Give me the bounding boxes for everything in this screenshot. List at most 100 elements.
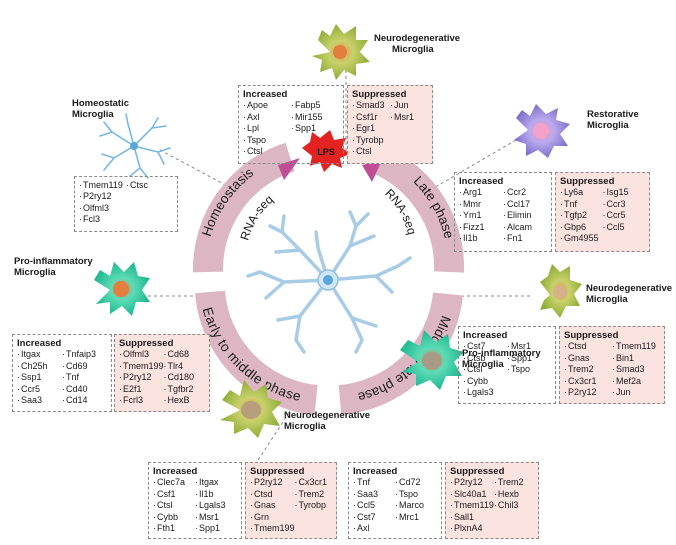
gene-name: Ccr5: [17, 384, 62, 395]
gene-box-homeostatic: Tmem119P2ry12Olfml3Fcl3Ctsc: [74, 176, 178, 232]
gene-name: Tnfaip3: [62, 349, 107, 360]
svg-text:LPS: LPS: [317, 147, 335, 157]
gene-name: Arg1: [459, 187, 503, 198]
gene-name: Isg15: [603, 187, 646, 198]
gene-name: Mrc1: [395, 512, 437, 523]
gene-name: Tyrobp: [352, 135, 390, 146]
gene-name: HexB: [164, 395, 205, 406]
gene-box-header: Suppressed: [564, 330, 619, 341]
proinflammatory-bottom-cell-icon: [400, 330, 464, 390]
gene-name: Saa3: [17, 395, 62, 406]
homeostatic-cell-icon: [99, 113, 171, 179]
gene-box-header: Suppressed: [450, 466, 505, 477]
gene-name: Ctsd: [564, 341, 612, 352]
gene-name: Gm4955: [560, 233, 603, 244]
gene-name: Tgfp2: [560, 210, 603, 221]
restorative-cell-icon: [514, 104, 570, 158]
gene-box-restorative-increased: IncreasedArg1MmrYm1Fizz1Il1bCcr2Ccl17Eli…: [454, 172, 552, 252]
gene-name: Fabp5: [291, 100, 339, 111]
gene-name: Gbp6: [560, 222, 603, 233]
gene-name: Tmem119: [450, 500, 494, 511]
gene-name: Jun: [612, 387, 660, 398]
gene-name: Cd180: [164, 372, 205, 383]
center-microglia-icon: [246, 210, 412, 354]
label-line: Microglia: [587, 120, 629, 131]
gene-name: Il1b: [195, 489, 237, 500]
gene-box-header: Suppressed: [560, 176, 615, 187]
label-line: Neurodegenerative: [374, 33, 461, 44]
gene-name: Slc40a1: [450, 489, 494, 500]
lps-burst: LPS: [302, 130, 350, 172]
gene-box-proinflammatory-bottom-increased: IncreasedTnfSaa3Ccl5Cst7AxlCd72TspoMarco…: [348, 462, 442, 539]
gene-name: Cd69: [62, 361, 107, 372]
gene-name: Msr1: [390, 112, 428, 123]
gene-name: Lgals3: [195, 500, 237, 511]
gene-name: Cd14: [62, 395, 107, 406]
gene-name: Axl: [243, 112, 291, 123]
label-neurodegenerative-bottom: Neurodegenerative Microglia: [284, 410, 370, 432]
gene-name: Marco: [395, 500, 437, 511]
gene-box-header: Increased: [243, 89, 288, 100]
label-line: Microglia: [14, 267, 56, 278]
gene-name: Cst7: [463, 341, 507, 352]
gene-name: Mmr: [459, 199, 503, 210]
gene-name: Ctsl: [463, 364, 507, 375]
gene-name: Mef2a: [612, 376, 660, 387]
gene-name: Saa3: [353, 489, 395, 500]
gene-box-neuro-bottom-suppressed: SuppressedP2ry12CtsdGnasGrnTmem199Cx3cr1…: [245, 462, 337, 539]
gene-name: Tspo: [243, 135, 291, 146]
gene-name: Alcam: [503, 222, 547, 233]
label-line: Neurodegenerative: [586, 283, 673, 294]
gene-name: Il1b: [459, 233, 503, 244]
gene-name: Tnf: [62, 372, 107, 383]
gene-box-header: Increased: [463, 330, 508, 341]
gene-name: Ctsl: [153, 500, 195, 511]
gene-name: Cybb: [463, 376, 507, 387]
label-homeostatic-microglia: Homeostatic Microglia: [72, 98, 129, 120]
gene-name: Fn1: [503, 233, 547, 244]
gene-box-header: Suppressed: [119, 338, 174, 349]
gene-name: Tspo: [395, 489, 437, 500]
gene-name: P2ry12: [250, 477, 295, 488]
gene-name: E2f1: [119, 384, 164, 395]
gene-name: Axl: [353, 523, 395, 534]
gene-name: Fth1: [153, 523, 195, 534]
gene-box-header: Increased: [353, 466, 398, 477]
gene-name: P2ry12: [119, 372, 164, 383]
gene-box-proinflammatory-left-increased: IncreasedItgaxCh25hSsp1Ccr5Saa3Tnfaip3Cd…: [12, 334, 112, 412]
gene-name: Spp1: [195, 523, 237, 534]
gene-name: Egr1: [352, 123, 390, 134]
gene-box-proinflammatory-bottom-suppressed: SuppressedP2ry12Slc40a1Tmem119Sall1PlxnA…: [445, 462, 539, 539]
gene-name: Msr1: [507, 341, 551, 352]
gene-box-proinflammatory-left-suppressed: SuppressedOlfml3Tmem199P2ry12E2f1Fcrl3Cd…: [114, 334, 210, 412]
label-neurodegenerative-top: Neurodegenerative Microglia: [374, 33, 460, 55]
gene-name: Gnas: [250, 500, 295, 511]
gene-box-neuro-right-increased: IncreasedCst7CtsbCtslCybbLgals3Msr1Spp1T…: [458, 326, 556, 404]
gene-name: Ssp1: [17, 372, 62, 383]
gene-box-header: Increased: [17, 338, 62, 349]
gene-name: Trem2: [564, 364, 612, 375]
gene-name: Ly6a: [560, 187, 603, 198]
label-proinflammatory-left: Pro-inflammatory Microglia: [14, 256, 93, 278]
gene-name: Lpl: [243, 123, 291, 134]
gene-name: Msr1: [195, 512, 237, 523]
gene-name: P2ry12: [79, 191, 126, 202]
gene-name: Ctsl: [352, 146, 390, 157]
gene-name: Ym1: [459, 210, 503, 221]
neuro-right-cell-icon: [540, 264, 582, 318]
gene-name: Ccr5: [603, 210, 646, 221]
label-line: Restorative: [587, 109, 639, 120]
gene-box-neuro-bottom-increased: IncreasedClec7aCsf1CtslCybbFth1ItgaxIl1b…: [148, 462, 242, 539]
gene-name: Cst7: [353, 512, 395, 523]
gene-name: Tmem119: [612, 341, 660, 352]
proinflammatory-left-cell-icon: [94, 262, 150, 316]
gene-box-restorative-suppressed: SuppressedLy6aTnfTgfp2Gbp6Gm4955Isg15Ccr…: [555, 172, 650, 252]
gene-name: Fcrl3: [119, 395, 164, 406]
gene-name: Grn: [250, 512, 295, 523]
label-line: Microglia: [586, 294, 628, 305]
gene-name: Spp1: [507, 353, 551, 364]
gene-name: Olfml3: [79, 203, 126, 214]
gene-box-header: Increased: [459, 176, 504, 187]
gene-name: Itgax: [195, 477, 237, 488]
gene-name: Cx3cr1: [295, 477, 332, 488]
